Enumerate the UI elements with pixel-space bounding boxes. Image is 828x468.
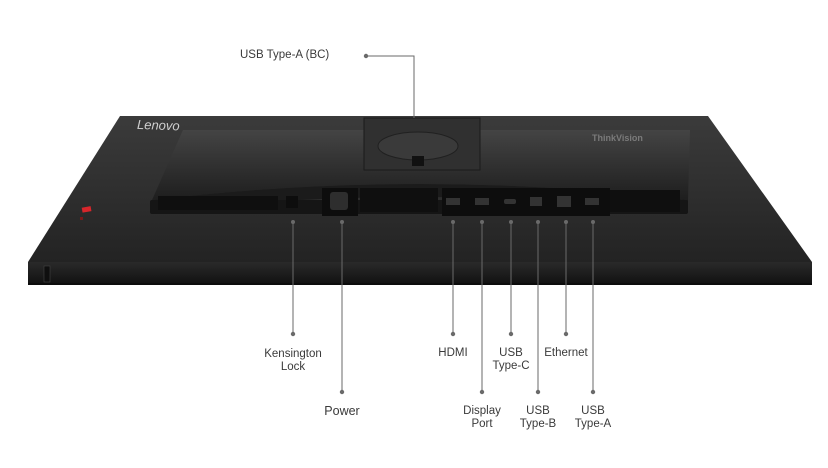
callout-ethernet: Ethernet [544,347,588,359]
vents [158,188,680,212]
monitor-panel-edge [28,262,812,284]
callout-kensington-lock: Kensington Lock [264,348,322,373]
port-ethernet [557,196,571,207]
port-usb-a [585,198,599,205]
port-bay [442,188,610,216]
leader-lines [292,55,594,392]
callout-displayport: Display Port [463,405,501,430]
port-hdmi [446,198,460,205]
kensington-slot [286,196,298,208]
callout-usb-type-a-bc: USB Type-A (BC) [240,49,330,61]
port-displayport [475,198,489,205]
power-indicator-light [81,206,92,213]
callout-usb-type-b: USB Type-B [519,405,557,430]
leader-dots [290,53,596,395]
callout-power: Power [324,404,360,418]
lenovo-logo: Lenovo [137,117,180,133]
stand-pivot [377,131,459,161]
callout-hdmi: HDMI [438,347,468,359]
port-usb-c [504,199,516,204]
power-inlet [330,192,348,210]
port-usb-b [530,197,542,206]
callout-usb-type-c: USB Type-C [492,347,530,372]
thinkvision-logo: ThinkVision [592,133,643,143]
callout-usb-type-a: USB Type-A [574,405,612,430]
